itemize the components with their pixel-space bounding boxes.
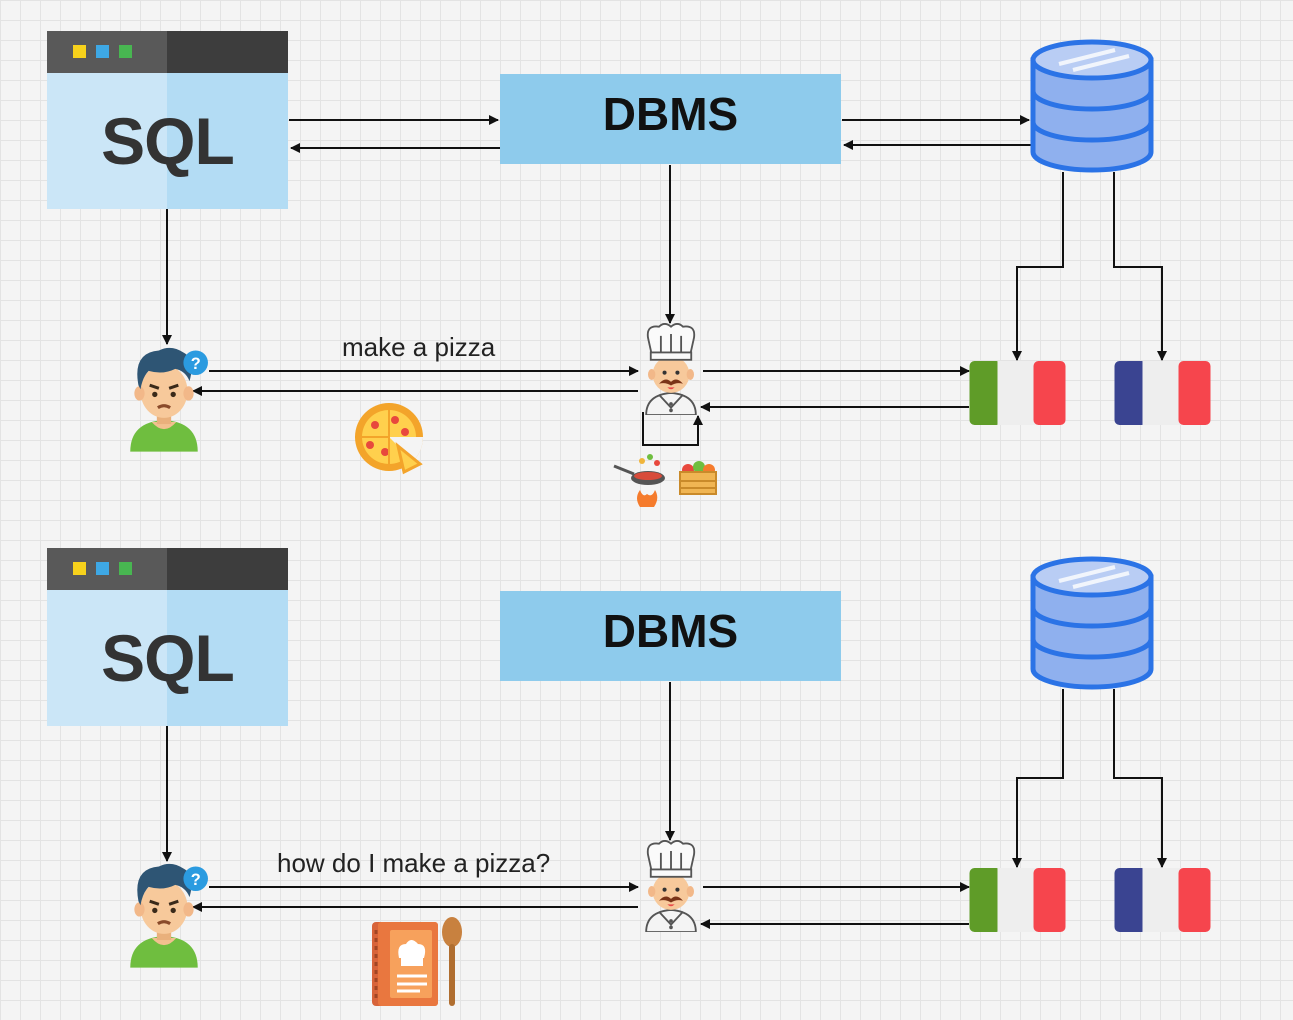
pizza-icon [355, 403, 423, 475]
person-icon [128, 862, 210, 968]
france-flag-icon [1114, 361, 1211, 425]
blue-dot-icon [96, 45, 109, 58]
sql-window-top: SQL [47, 31, 288, 209]
france-flag-icon [1114, 868, 1211, 932]
window-title-bar [47, 31, 288, 73]
sql-window-bottom: SQL [47, 548, 288, 726]
dbms-box-top: DBMS [500, 74, 841, 164]
arrows-bottom [162, 682, 1167, 929]
database-icon [1033, 42, 1151, 170]
sql-label: SQL [101, 104, 235, 178]
frying-pan-icon [613, 454, 665, 507]
request-message-top: make a pizza [342, 332, 496, 362]
recipe-book-icon [372, 922, 438, 1006]
wooden-spoon-icon [442, 917, 462, 1006]
window-title-bar [47, 548, 288, 590]
database-icon [1033, 559, 1151, 687]
italy-flag-icon [969, 361, 1066, 425]
chef-icon [645, 323, 697, 415]
italy-flag-icon [969, 868, 1066, 932]
dbms-box-bottom: DBMS [500, 591, 841, 681]
green-dot-icon [119, 45, 132, 58]
yellow-dot-icon [73, 45, 86, 58]
green-dot-icon [119, 562, 132, 575]
chef-icon [645, 840, 697, 932]
sql-label: SQL [101, 621, 235, 695]
yellow-dot-icon [73, 562, 86, 575]
request-message-bottom: how do I make a pizza? [277, 848, 551, 878]
person-icon [128, 346, 210, 452]
vegetable-crate-icon [679, 461, 717, 495]
arrows-top [162, 115, 1167, 446]
blue-dot-icon [96, 562, 109, 575]
